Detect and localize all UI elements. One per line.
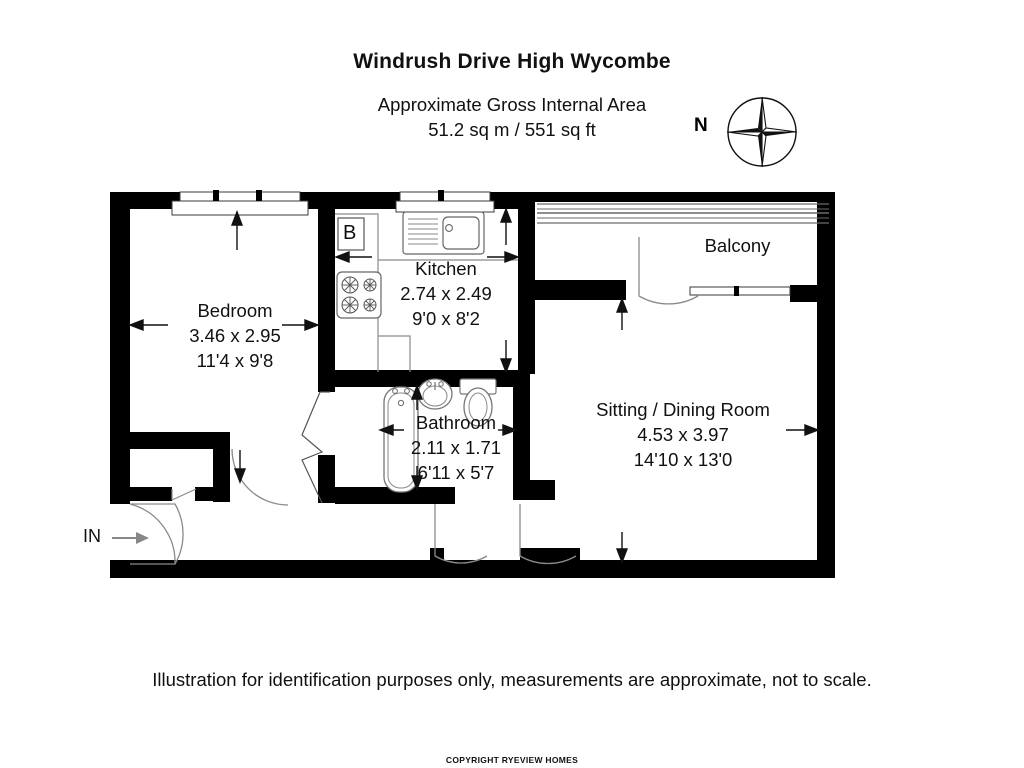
- gross-internal-area-value: 51.2 sq m / 551 sq ft: [428, 119, 596, 140]
- windows: [171, 190, 829, 296]
- hob-icon: [336, 271, 382, 319]
- balcony-glazing-panel: [689, 286, 791, 296]
- sink-icon: [402, 211, 485, 255]
- page-title: Windrush Drive High Wycombe: [353, 50, 671, 73]
- bathroom-imperial: 6'11 x 5'7: [417, 462, 495, 483]
- room-label-bedroom: Bedroom 3.46 x 2.95 11'4 x 9'8: [115, 298, 355, 373]
- balcony-name: Balcony: [704, 235, 771, 256]
- boiler-box: [337, 217, 365, 251]
- sitting-dining-metric: 4.53 x 3.97: [637, 424, 729, 445]
- room-label-sitting-dining-room: Sitting / Dining Room 4.53 x 3.97 14'10 …: [562, 397, 804, 472]
- kitchen-imperial: 9'0 x 8'2: [412, 308, 480, 329]
- kitchen-units: [335, 213, 518, 372]
- window-kitchen: [395, 190, 495, 213]
- room-label-balcony: Balcony: [640, 233, 835, 258]
- sitting-dining-imperial: 14'10 x 13'0: [633, 449, 733, 470]
- basin-icon: [417, 378, 453, 410]
- room-label-kitchen: Kitchen 2.74 x 2.49 9'0 x 8'2: [337, 256, 555, 331]
- bath-icon: [383, 386, 419, 493]
- bathroom-name: Bathroom: [415, 412, 497, 433]
- disclaimer-note: Illustration for identification purposes…: [152, 669, 872, 690]
- dimension-arrows: [128, 207, 820, 564]
- bedroom-imperial: 11'4 x 9'8: [196, 350, 274, 371]
- toilet-icon: [459, 378, 497, 427]
- compass-rose: N: [694, 93, 810, 171]
- gross-internal-area-label: Approximate Gross Internal Area: [377, 94, 647, 115]
- compass-rose-icon: [726, 96, 798, 168]
- boiler-label: B: [343, 222, 357, 244]
- kitchen-metric: 2.74 x 2.49: [400, 283, 492, 304]
- doors: [129, 237, 699, 565]
- bedroom-name: Bedroom: [197, 300, 273, 321]
- room-label-bathroom: Bathroom 2.11 x 1.71 6'11 x 5'7: [360, 410, 552, 485]
- entrance-arrow: [112, 532, 149, 544]
- balcony-railing: [537, 203, 829, 224]
- bedroom-metric: 3.46 x 2.95: [189, 325, 281, 346]
- kitchen-name: Kitchen: [415, 258, 477, 279]
- window-bedroom: [171, 190, 309, 216]
- sitting-dining-name: Sitting / Dining Room: [596, 399, 770, 420]
- copyright-notice: COPYRIGHT RYEVIEW HOMES: [445, 755, 579, 765]
- bathroom-metric: 2.11 x 1.71: [410, 437, 502, 458]
- compass-north-label: N: [694, 115, 708, 136]
- walls: [110, 192, 835, 578]
- entrance-label: IN: [83, 526, 101, 546]
